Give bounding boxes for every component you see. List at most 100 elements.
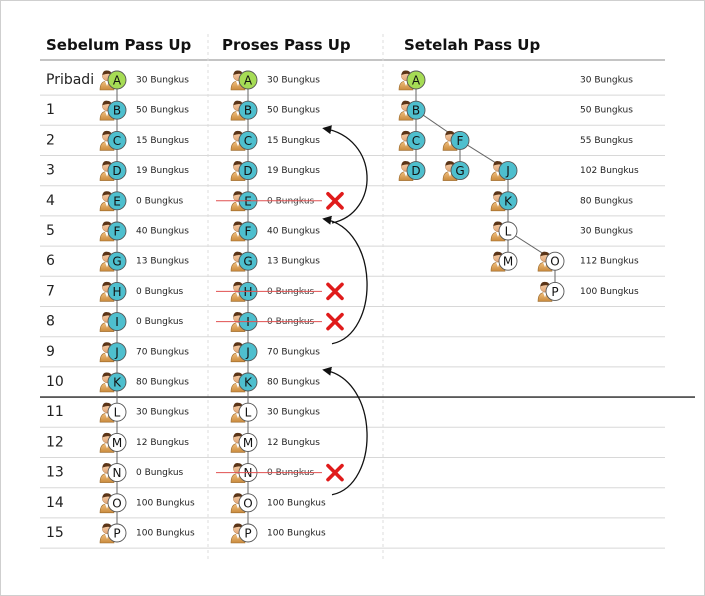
member-node-l: L xyxy=(99,402,127,423)
pass-up-arrow-icon xyxy=(322,366,368,496)
member-circle xyxy=(450,161,470,181)
tree-node-a: A xyxy=(398,70,426,91)
member-amount: 15 Bungkus xyxy=(267,136,320,146)
row-label: Pribadi xyxy=(46,72,94,88)
row-label: 10 xyxy=(46,374,64,390)
tree-node-g: G xyxy=(442,161,470,181)
member-amount: 13 Bungkus xyxy=(267,257,320,267)
member-circle xyxy=(238,70,258,90)
member-circle xyxy=(107,402,127,422)
member-letter: G xyxy=(243,255,252,269)
cross-icon xyxy=(326,312,344,331)
member-amount: 30 Bungkus xyxy=(136,408,189,418)
member-letter: B xyxy=(113,104,121,118)
row-label: 15 xyxy=(46,525,64,541)
member-node-b: B xyxy=(99,100,127,121)
member-amount: 19 Bungkus xyxy=(136,166,189,176)
tree-node-o: O xyxy=(537,251,565,272)
member-circle xyxy=(406,161,426,181)
cross-icon xyxy=(326,463,344,482)
member-letter: F xyxy=(457,134,464,148)
level-total: 30 Bungkus xyxy=(580,76,633,86)
member-node-m: M xyxy=(99,432,127,453)
member-amount: 100 Bungkus xyxy=(267,498,326,508)
member-letter: O xyxy=(550,255,559,269)
header-before: Sebelum Pass Up xyxy=(46,36,192,54)
member-node-g: G xyxy=(230,251,258,272)
member-node-o: O xyxy=(230,493,258,514)
member-amount: 100 Bungkus xyxy=(267,529,326,539)
member-letter: F xyxy=(114,225,121,239)
member-circle xyxy=(238,251,258,271)
member-circle xyxy=(107,191,127,211)
member-node-o: O xyxy=(99,493,127,514)
member-circle xyxy=(238,342,258,362)
member-letter: N xyxy=(113,466,122,480)
member-letter: I xyxy=(115,315,119,329)
member-circle xyxy=(107,100,127,120)
member-node-e: E xyxy=(99,191,127,212)
level-total: 30 Bungkus xyxy=(580,227,633,237)
member-node-k: K xyxy=(230,372,258,393)
member-amount: 0 Bungkus xyxy=(136,287,184,297)
member-node-p: P xyxy=(230,523,258,544)
member-letter: P xyxy=(244,527,251,541)
member-circle xyxy=(238,523,258,543)
level-total: 50 Bungkus xyxy=(580,106,633,116)
member-circle xyxy=(107,130,127,150)
member-circle xyxy=(498,221,518,241)
member-circle xyxy=(238,130,258,150)
row-label: 2 xyxy=(46,132,55,148)
member-node-a: A xyxy=(99,70,127,91)
member-letter: K xyxy=(504,194,513,208)
member-letter: J xyxy=(245,345,250,359)
member-circle xyxy=(498,191,518,211)
member-letter: O xyxy=(112,496,121,510)
member-amount: 70 Bungkus xyxy=(136,347,189,357)
member-circle xyxy=(107,312,127,332)
tree-node-m: M xyxy=(490,251,518,272)
row-label: 7 xyxy=(46,283,55,299)
member-letter: D xyxy=(411,164,420,178)
member-amount: 30 Bungkus xyxy=(267,408,320,418)
member-circle xyxy=(406,70,426,90)
tree-node-f: F xyxy=(442,130,470,151)
level-total: 112 Bungkus xyxy=(580,257,639,267)
member-circle xyxy=(107,372,127,392)
row-grid xyxy=(40,34,695,562)
pass-up-arrows xyxy=(322,125,368,496)
member-amount: 80 Bungkus xyxy=(267,378,320,388)
member-circle xyxy=(545,281,565,301)
member-circle xyxy=(107,523,127,543)
member-amount: 40 Bungkus xyxy=(136,227,189,237)
member-letter: F xyxy=(245,225,252,239)
level-total: 100 Bungkus xyxy=(580,287,639,297)
header-process: Proses Pass Up xyxy=(222,36,351,54)
member-amount: 0 Bungkus xyxy=(136,196,184,206)
member-circle xyxy=(406,130,426,150)
member-circle xyxy=(107,281,127,301)
member-letter: B xyxy=(244,104,252,118)
member-node-b: B xyxy=(230,100,258,121)
member-circle xyxy=(107,251,127,271)
member-amount: 100 Bungkus xyxy=(136,529,195,539)
row-label: 13 xyxy=(46,465,64,481)
member-circle xyxy=(107,493,127,513)
tree-node-j: J xyxy=(490,161,518,181)
member-circle xyxy=(238,493,258,513)
member-letter: K xyxy=(113,376,122,390)
member-amount: 19 Bungkus xyxy=(267,166,320,176)
member-circle xyxy=(238,432,258,452)
member-letter: C xyxy=(113,134,121,148)
member-letter: B xyxy=(412,104,420,118)
member-node-c: C xyxy=(99,130,127,151)
member-letter: K xyxy=(244,376,253,390)
member-letter: M xyxy=(503,255,513,269)
member-circle xyxy=(498,251,518,271)
member-circle xyxy=(107,161,127,181)
member-letter: G xyxy=(112,255,121,269)
row-label: 11 xyxy=(46,404,64,420)
